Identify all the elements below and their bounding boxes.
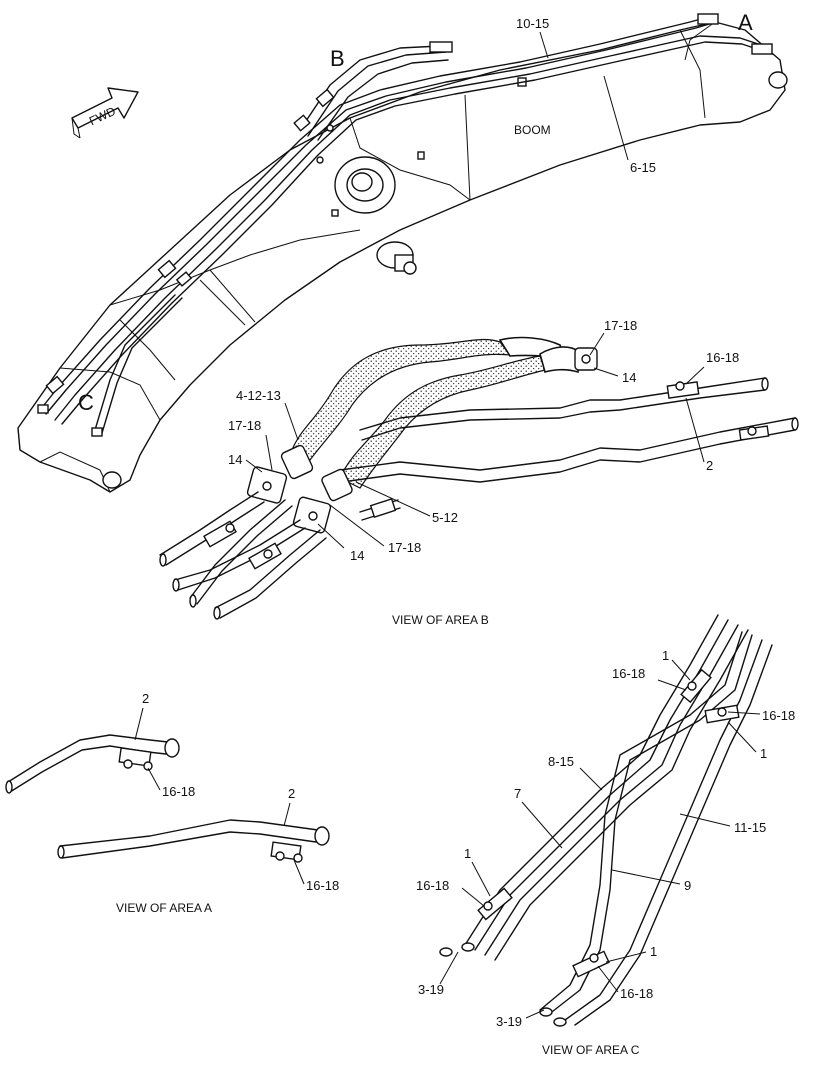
area-b-callout-top-right-flange: 14 xyxy=(622,370,636,385)
area-b-caption: VIEW OF AREA B xyxy=(392,613,489,627)
area-c-callout-inner-tube: 9 xyxy=(684,878,691,893)
area-c-callout-left-fitting: 3-19 xyxy=(418,982,444,997)
area-b-callout-tube: 2 xyxy=(706,458,713,473)
area-b-callout-top-right-bolt: 17-18 xyxy=(604,318,637,333)
area-a-callout-lower-clamp: 16-18 xyxy=(306,878,339,893)
boom-assembly xyxy=(17,13,788,493)
area-c-detail: 1 16-18 16-18 1 8-15 7 11-15 1 16-18 9 3… xyxy=(416,614,795,1057)
area-c-callout-outer-tube: 11-15 xyxy=(734,820,766,835)
area-b-callout-hose: 4-12-13 xyxy=(236,388,281,403)
area-c-callout-lower-bolt: 16-18 xyxy=(416,878,449,893)
area-b-callout-lower-bolt: 17-18 xyxy=(388,540,421,555)
area-c-callout-left-tube: 7 xyxy=(514,786,521,801)
area-a-callout-upper-tube: 2 xyxy=(142,691,149,706)
area-c-callout-bottom-bolt: 16-18 xyxy=(620,986,653,1001)
area-b-callout-lower-hose: 5-12 xyxy=(432,510,458,525)
area-c-callout-right-bolt: 16-18 xyxy=(762,708,795,723)
area-c-callout-top-clamp: 1 xyxy=(662,648,669,663)
area-b-callout-lower-flange: 14 xyxy=(350,548,364,563)
callout-boom-top-line: 10-15 xyxy=(516,16,549,31)
area-c-callout-upper-tube: 8-15 xyxy=(548,754,574,769)
area-c-callout-bottom-fitting: 3-19 xyxy=(496,1014,522,1029)
area-c-marker: C xyxy=(78,390,94,415)
area-c-callout-bottom-clamp: 1 xyxy=(650,944,657,959)
area-b-marker: B xyxy=(330,46,345,71)
area-a-callout-lower-tube: 2 xyxy=(288,786,295,801)
area-b-callout-left-flange: 14 xyxy=(228,452,242,467)
forward-arrow-icon: FWD xyxy=(71,87,139,139)
area-a-caption: VIEW OF AREA A xyxy=(116,901,212,915)
area-a-detail: 2 16-18 2 16-18 VIEW OF AREA A xyxy=(5,691,339,915)
area-b-detail: 17-18 14 16-18 4-12-13 17-18 14 2 5-12 1… xyxy=(159,318,799,627)
area-a-marker: A xyxy=(738,10,753,35)
area-c-callout-top-bolt: 16-18 xyxy=(612,666,645,681)
area-b-callout-upper-clamp: 16-18 xyxy=(706,350,739,365)
boom-label: BOOM xyxy=(514,123,551,137)
area-c-caption: VIEW OF AREA C xyxy=(542,1043,640,1057)
area-b-callout-left-bolt: 17-18 xyxy=(228,418,261,433)
callout-boom-side-line: 6-15 xyxy=(630,160,656,175)
area-c-callout-right-clamp: 1 xyxy=(760,746,767,761)
area-c-callout-lower-clamp: 1 xyxy=(464,846,471,861)
area-a-callout-upper-clamp: 16-18 xyxy=(162,784,195,799)
